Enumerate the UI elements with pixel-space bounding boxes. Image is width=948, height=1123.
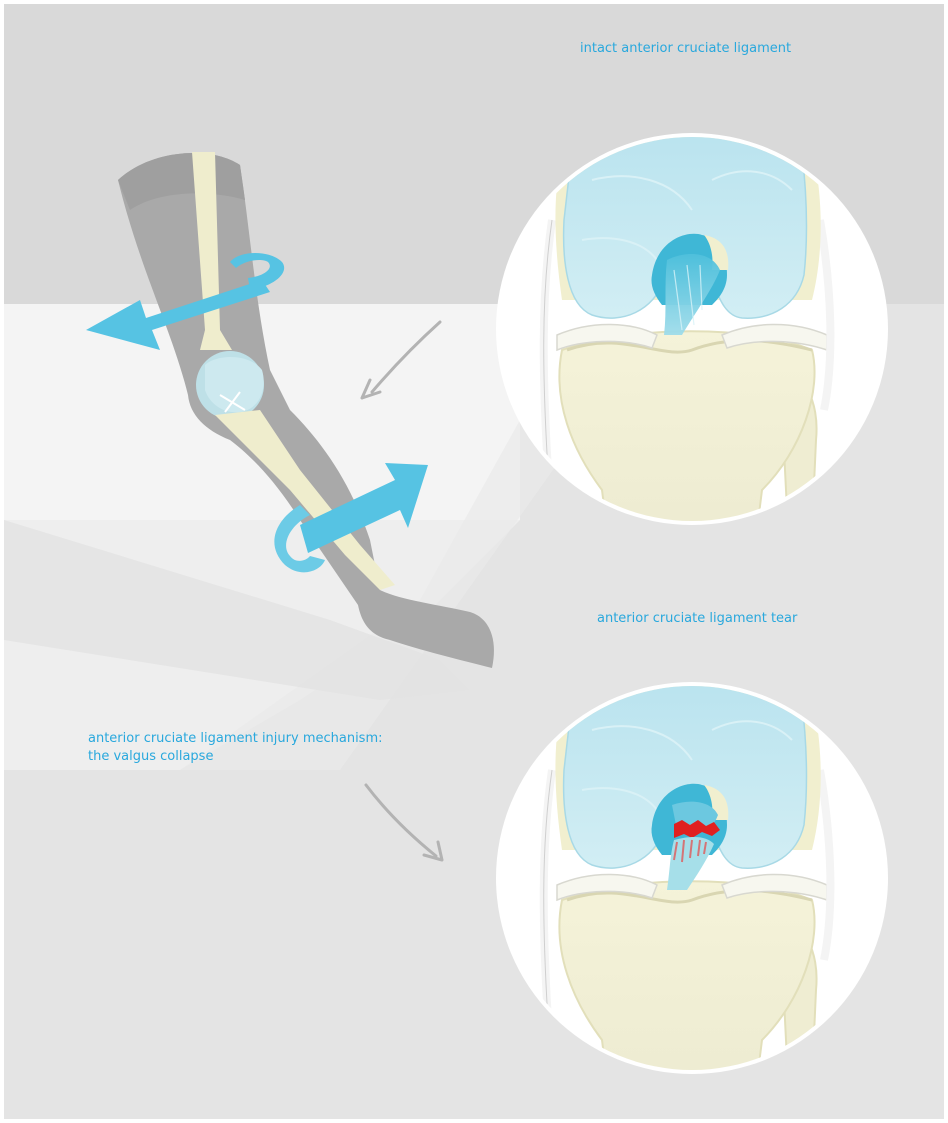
ligament-tear-label: anterior cruciate ligament tear [597,610,797,628]
injury-mechanism-caption: anterior cruciate ligament injury mechan… [88,730,383,766]
caption-line-1: anterior cruciate ligament injury mechan… [88,730,383,748]
caption-line-2: the valgus collapse [88,748,383,766]
intact-ligament-label: intact anterior cruciate ligament [580,40,791,58]
